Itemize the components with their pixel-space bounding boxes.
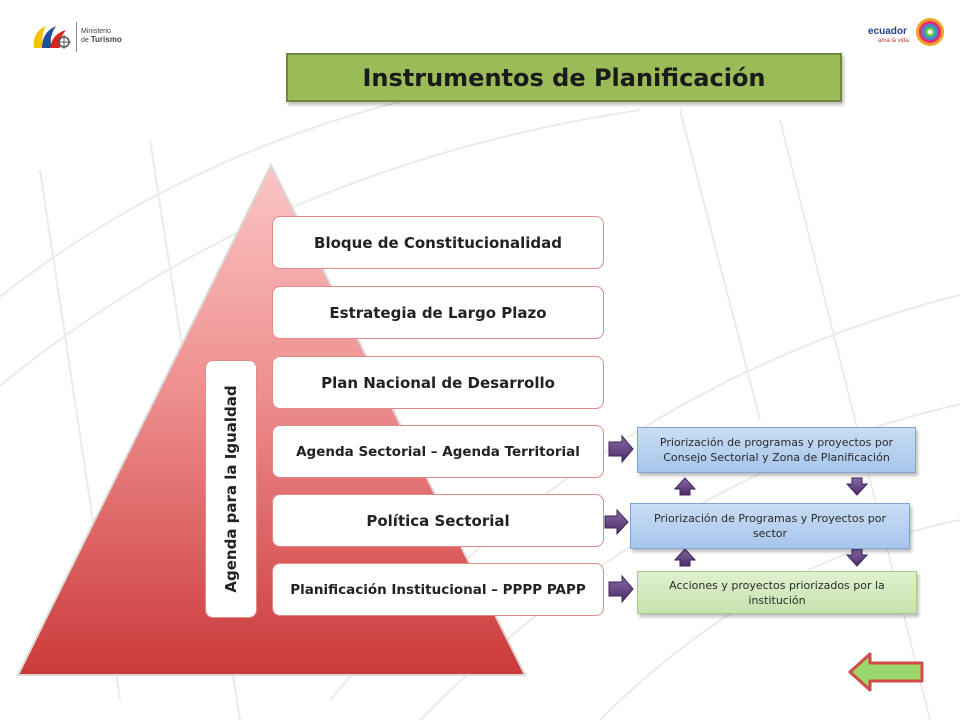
ecuador-logo: ecuador ama la vida <box>868 14 948 54</box>
arrow-up-icon <box>673 477 697 496</box>
level-label: Agenda Sectorial – Agenda Territorial <box>296 443 580 460</box>
back-arrow-icon <box>848 652 924 692</box>
arrow-down-icon <box>845 548 869 567</box>
ecuador-brand-text: ecuador <box>868 26 907 37</box>
note-consejo-sectorial: Priorización de programas y proyectos po… <box>637 427 916 473</box>
note-text: Acciones y proyectos priorizados por la … <box>669 578 885 607</box>
agenda-igualdad-box: Agenda para la Igualdad <box>205 360 257 618</box>
level-planificacion-institucional: Planificación Institucional – PPPP PAPP <box>272 563 604 616</box>
level-plan-nacional-desarrollo: Plan Nacional de Desarrollo <box>272 356 604 409</box>
arrow-right-icon <box>608 574 634 604</box>
ministry-emblem-icon <box>33 26 71 49</box>
flower-icon <box>916 18 944 46</box>
level-label: Bloque de Constitucionalidad <box>314 233 562 252</box>
level-label: Estrategia de Largo Plazo <box>329 303 547 322</box>
title-box: Instrumentos de Planificación <box>286 53 842 102</box>
level-label: Plan Nacional de Desarrollo <box>321 373 555 392</box>
page-title: Instrumentos de Planificación <box>362 63 766 92</box>
level-label: Planificación Institucional – PPPP PAPP <box>290 581 586 598</box>
arrow-down-icon <box>845 477 869 496</box>
ecuador-tagline: ama la vida <box>878 38 909 44</box>
note-text: Priorización de Programas y Proyectos po… <box>653 512 887 540</box>
note-text: Priorización de programas y proyectos po… <box>659 436 894 464</box>
arrow-right-icon <box>608 434 634 464</box>
note-priorizacion-sector: Priorización de Programas y Proyectos po… <box>630 503 910 549</box>
level-politica-sectorial: Política Sectorial <box>272 494 604 547</box>
level-agenda-sectorial-territorial: Agenda Sectorial – Agenda Territorial <box>272 425 604 478</box>
arrow-right-icon <box>604 508 629 536</box>
back-arrow-button[interactable] <box>846 650 926 694</box>
arrow-up-icon <box>673 548 697 567</box>
level-bloque-constitucionalidad: Bloque de Constitucionalidad <box>272 216 604 269</box>
ministry-logo: Ministerio de Turismo <box>24 16 134 58</box>
level-estrategia-largo-plazo: Estrategia de Largo Plazo <box>272 286 604 339</box>
note-acciones-institucion: Acciones y proyectos priorizados por la … <box>637 571 917 614</box>
level-label: Política Sectorial <box>366 511 510 530</box>
ministry-name: Ministerio de Turismo <box>81 28 122 44</box>
